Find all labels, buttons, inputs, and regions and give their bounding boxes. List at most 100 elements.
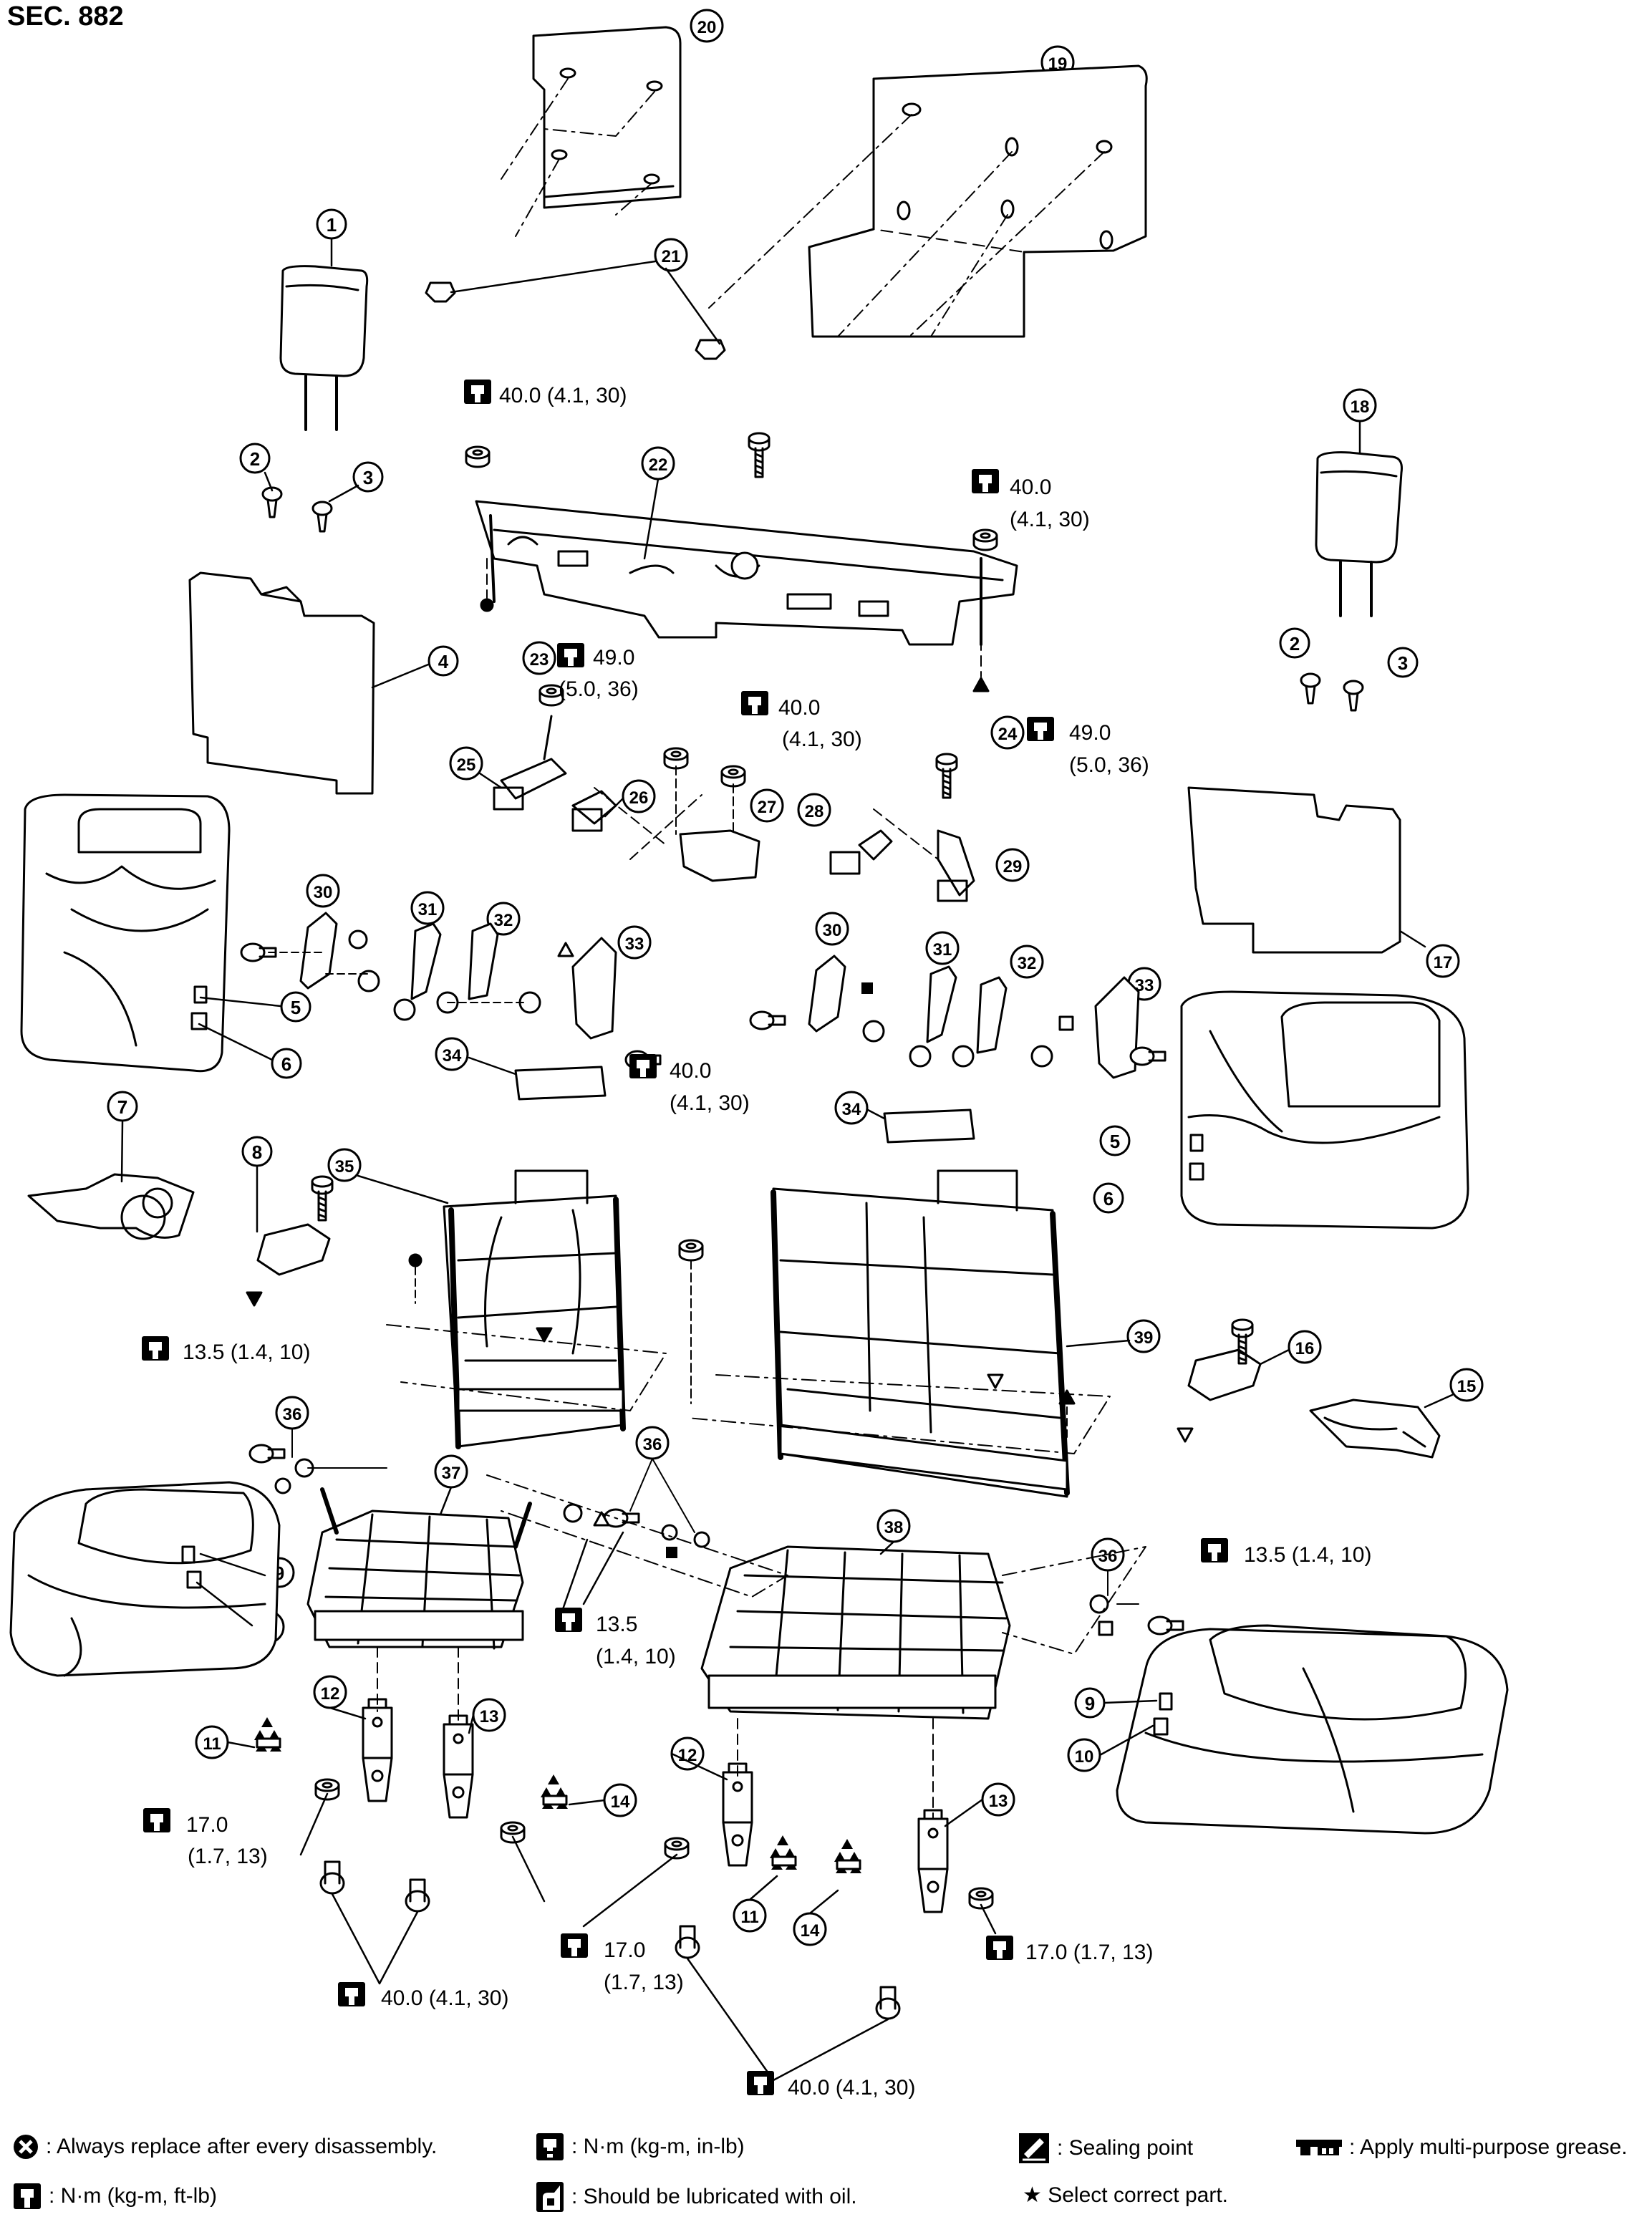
svg-text:40.0 (4.1, 30): 40.0 (4.1, 30): [788, 2076, 915, 2100]
svg-text:(4.1, 30): (4.1, 30): [782, 728, 862, 751]
callout-26: 26: [622, 779, 656, 813]
callout-29: 29: [995, 848, 1030, 882]
callout-3b: 3: [1387, 647, 1419, 678]
svg-text:32: 32: [1018, 954, 1037, 973]
svg-text:18: 18: [1351, 397, 1370, 417]
callout-32b: 32: [1010, 945, 1044, 979]
part-38-frame: [700, 1545, 1011, 1720]
svg-text:(5.0, 36): (5.0, 36): [559, 677, 639, 701]
svg-text:35: 35: [335, 1157, 354, 1177]
callout-25: 25: [449, 746, 483, 781]
part-20-board: [532, 26, 682, 209]
callout-11: 11: [195, 1725, 229, 1759]
svg-text:32: 32: [494, 911, 513, 930]
svg-text:30: 30: [314, 883, 333, 902]
part-17-board: [1187, 786, 1401, 954]
svg-text:6: 6: [281, 1053, 291, 1075]
callout-38: 38: [876, 1509, 911, 1543]
callout-36a: 36: [275, 1396, 309, 1430]
svg-text:12: 12: [678, 1746, 697, 1765]
callout-39: 39: [1126, 1319, 1161, 1353]
replace-x-icon: [14, 2135, 38, 2159]
grease-icon: [1296, 2140, 1342, 2155]
svg-text:11: 11: [203, 1734, 221, 1754]
callout-35: 35: [327, 1148, 362, 1182]
torque-17-right: 17.0 (1.7, 13): [985, 1934, 1153, 1964]
torque-40-right: 40.0 (4.1, 30): [970, 468, 1090, 531]
callout-34b: 34: [834, 1091, 869, 1125]
svg-text:17.0: 17.0: [186, 1813, 228, 1837]
callout-37: 37: [434, 1454, 468, 1489]
part-28-buckle: [829, 829, 893, 875]
part-35-frame: [386, 1169, 667, 1449]
callout-10b: 10: [1067, 1738, 1101, 1772]
svg-text:33: 33: [625, 934, 644, 954]
svg-text:13: 13: [480, 1707, 499, 1726]
torque-40-center: 40.0(4.1, 30): [628, 1053, 750, 1115]
part-21-clip-a: [425, 281, 456, 303]
callout-13: 13: [472, 1698, 506, 1732]
seat-cushion-left: [9, 1481, 281, 1677]
svg-text:(4.1, 30): (4.1, 30): [1010, 508, 1090, 531]
callout-30b: 30: [815, 912, 849, 946]
seatback-left: [20, 793, 231, 1073]
svg-text:22: 22: [649, 455, 668, 475]
legend: : Always replace after every disassembly…: [0, 2091, 1652, 2222]
svg-text:13.5 (1.4, 10): 13.5 (1.4, 10): [183, 1341, 310, 1364]
torque-17-mid: 17.0(1.7, 13): [559, 1932, 684, 1994]
svg-text:40.0: 40.0: [1010, 475, 1051, 499]
svg-text:36: 36: [1098, 1547, 1118, 1566]
svg-text:25: 25: [457, 755, 476, 775]
part-14b-shims: [833, 1837, 863, 1875]
part-7-harness: [27, 1173, 195, 1239]
torque-40-bot-right: 40.0 (4.1, 30): [745, 2069, 915, 2100]
svg-text:1: 1: [327, 214, 337, 236]
svg-text:34: 34: [842, 1100, 861, 1119]
callout-6: 6: [271, 1048, 302, 1079]
callout-31b: 31: [925, 931, 960, 965]
svg-text:13.5 (1.4, 10): 13.5 (1.4, 10): [1244, 1543, 1371, 1567]
part-37-frame: [306, 1487, 532, 1650]
part-2b-guide: [1300, 672, 1321, 705]
parts: [9, 26, 1509, 2082]
svg-text:(1.4, 10): (1.4, 10): [596, 1645, 676, 1668]
torque-135-mid: 13.5(1.4, 10): [554, 1606, 676, 1668]
svg-text:2: 2: [1290, 633, 1300, 654]
callout-14: 14: [603, 1783, 637, 1817]
legend-replace: : Always replace after every disassembly…: [13, 2134, 437, 2160]
svg-text:10: 10: [1075, 1747, 1094, 1767]
part-3-guide: [311, 501, 333, 533]
callout-12: 12: [313, 1675, 347, 1709]
part-14-shims: [539, 1773, 569, 1810]
torque-135-right: 13.5 (1.4, 10): [1199, 1537, 1371, 1567]
svg-text:11: 11: [740, 1908, 758, 1927]
svg-text:40.0 (4.1, 30): 40.0 (4.1, 30): [499, 384, 627, 407]
svg-text:27: 27: [758, 798, 777, 817]
svg-text:9: 9: [1085, 1693, 1095, 1714]
svg-text:26: 26: [629, 788, 649, 808]
part-30-latch: [299, 912, 338, 990]
callout-2b: 2: [1279, 627, 1310, 659]
callout-11b: 11: [733, 1898, 767, 1933]
part-8-bracket: [256, 1223, 331, 1276]
svg-text:39: 39: [1134, 1328, 1154, 1348]
svg-text:7: 7: [117, 1096, 127, 1118]
legend-sealing: : Sealing point: [1018, 2132, 1193, 2164]
callout-32: 32: [486, 902, 521, 936]
svg-text:5: 5: [1110, 1131, 1120, 1152]
svg-text:8: 8: [252, 1141, 262, 1163]
svg-text:23: 23: [530, 650, 549, 670]
part-2-guide: [261, 486, 283, 518]
section-label: SEC. 882: [7, 1, 124, 32]
callout-24: 24: [990, 715, 1025, 750]
legend-nm-in-lb: : N·m (kg-m, in-lb): [536, 2132, 745, 2161]
part-12-hinge: [362, 1698, 393, 1802]
svg-text:3: 3: [1398, 652, 1408, 674]
torque-wrench-icon: [536, 2133, 564, 2160]
torque-40-mid: 40.0(4.1, 30): [740, 690, 862, 751]
svg-text:40.0: 40.0: [670, 1059, 711, 1083]
svg-text:(5.0, 36): (5.0, 36): [1069, 753, 1149, 777]
svg-text:37: 37: [442, 1464, 461, 1483]
svg-text:15: 15: [1457, 1377, 1477, 1396]
svg-text:2: 2: [250, 448, 260, 470]
